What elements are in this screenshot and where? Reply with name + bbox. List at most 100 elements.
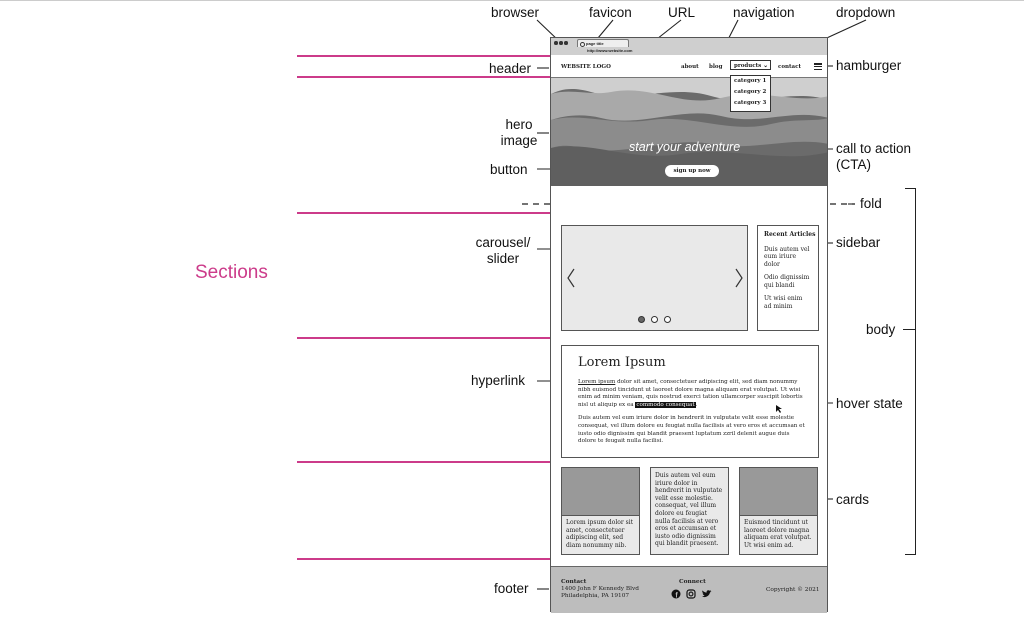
section-line-4 [297,337,575,339]
hero-image: start your adventure sign up now [551,78,827,186]
carousel-dot-2[interactable] [651,316,658,323]
annotation-favicon: favicon [589,5,632,20]
footer-connect-title: Connect [679,579,706,585]
annotation-cta: call to action (CTA) [836,141,911,173]
annotation-hero-line1: hero [505,117,533,132]
favicon-icon [580,41,585,47]
window-dot-close[interactable] [554,41,558,45]
twitter-icon[interactable] [701,589,712,599]
footer-connect: Connect [679,579,706,586]
instagram-icon[interactable] [686,589,696,599]
annotation-browser: browser [491,5,540,20]
footer-contact-title: Contact [561,579,587,585]
annotation-dropdown: dropdown [836,5,896,20]
section-line-5 [297,461,575,463]
annotation-hover-state: hover state [836,396,903,411]
content-paragraph-2: Duis autem vel eum iriure dolor in hendr… [578,415,805,445]
sidebar-article-3[interactable]: Ut wisi enim ad minim [764,295,803,310]
card-image [562,468,639,516]
annotation-carousel: carousel/ slider [468,235,538,267]
annotation-cta-line2: (CTA) [836,157,871,172]
carousel-dot-3[interactable] [664,316,671,323]
section-line-6 [297,558,575,560]
svg-text:f: f [675,592,678,599]
content-title: Lorem Ipsum [578,355,666,370]
browser-window: page title http://www.website.com WEBSIT… [550,37,828,613]
annotation-hero: hero image [494,117,544,149]
annotation-cta-line1: call to action [836,141,912,156]
sidebar-article-2[interactable]: Odio dignissim qui blandi [764,274,810,289]
section-line-3 [297,212,575,214]
annotation-button: button [490,162,528,177]
annotation-footer: footer [494,581,529,596]
nav-products-label: products [734,63,762,69]
products-dropdown-menu: category 1 category 2 category 3 [730,75,771,112]
window-dot-max[interactable] [564,41,568,45]
annotation-header: header [489,61,532,76]
top-border [0,0,1024,1]
browser-chrome: page title http://www.website.com [551,38,827,56]
site-header: WEBSITE LOGO about blog products ⌄ conta… [551,55,827,78]
annotation-hyperlink: hyperlink [471,373,526,388]
card-3[interactable]: Euismod tincidunt ut laoreet dolore magn… [739,467,818,555]
sidebar-article-1[interactable]: Duis autem vel eum iriure dolor [764,245,810,268]
window-dot-min[interactable] [559,41,563,45]
nav-contact[interactable]: contact [778,64,802,70]
url-bar[interactable]: http://www.website.com [587,48,633,53]
card-2[interactable]: Duis autem vel eum iriure dolor in hendr… [650,467,729,555]
sidebar: Recent Articles Duis autem vel eum iriur… [757,225,819,331]
card-text: Euismod tincidunt ut laoreet dolore magn… [744,519,812,549]
hero-cta-text: start your adventure [629,140,741,154]
tab-title: page title [586,41,604,46]
footer-contact: Contact 1400 John F Kennedy Blvd Philade… [561,579,639,600]
browser-tab[interactable]: page title [577,39,629,47]
sidebar-title: Recent Articles [764,231,816,238]
nav-products-dropdown[interactable]: products ⌄ [730,60,771,70]
sign-up-button[interactable]: sign up now [665,165,719,177]
annotation-sidebar: sidebar [836,235,881,250]
section-line-2 [297,76,575,78]
annotation-body: body [866,322,896,337]
annotation-carousel-line2: slider [486,251,520,266]
paragraph-text-a: dolor sit amet, consectetuer adipiscing … [578,379,803,408]
card-image [740,468,817,516]
footer-copyright: Copyright © 2021 [766,587,820,593]
card-text: Duis autem vel eum iriure dolor in hendr… [655,472,723,548]
site-footer: Contact 1400 John F Kennedy Blvd Philade… [551,566,827,613]
cursor-icon [776,405,782,413]
hover-state-link[interactable]: commodo consequat [635,401,696,408]
body-bracket-tick [903,329,916,331]
paragraph-text-b: . [695,401,698,408]
nav-blog[interactable]: blog [709,64,723,70]
chevron-down-icon: ⌄ [763,62,769,69]
content-section: Lorem Ipsum Lorem ipsum dolor sit amet, … [561,345,819,458]
dropdown-item-category-3[interactable]: category 3 [734,100,767,106]
annotation-carousel-line1: carousel/ [475,235,531,250]
annotation-navigation: navigation [733,5,795,20]
dropdown-item-category-1[interactable]: category 1 [734,78,767,84]
body-bracket [905,188,916,555]
dropdown-item-category-2[interactable]: category 2 [734,89,767,95]
chevron-left-icon[interactable] [566,268,576,288]
hamburger-icon[interactable] [814,63,822,71]
sections-label: Sections [195,262,268,283]
annotation-fold: fold [860,196,882,211]
section-line-1 [297,55,575,57]
carousel-slider [561,225,748,331]
annotation-hamburger: hamburger [836,58,902,73]
annotation-cards: cards [836,492,870,507]
nav-about[interactable]: about [681,64,699,70]
annotation-hero-line2: image [500,133,538,148]
facebook-icon[interactable]: f [671,589,681,599]
hyperlink[interactable]: Lorem ipsum [578,379,616,385]
card-text: Lorem ipsum dolor sit amet, consectetuer… [566,519,634,549]
content-paragraph-1: Lorem ipsum dolor sit amet, consectetuer… [578,379,806,409]
website-logo[interactable]: WEBSITE LOGO [561,64,611,70]
footer-address-1: 1400 John F Kennedy Blvd [561,586,640,592]
footer-address-2: Philadelphia, PA 19107 [561,593,630,599]
chevron-right-icon[interactable] [734,268,744,288]
carousel-dot-1[interactable] [638,316,645,323]
annotation-url: URL [668,5,696,20]
card-1[interactable]: Lorem ipsum dolor sit amet, consectetuer… [561,467,640,555]
